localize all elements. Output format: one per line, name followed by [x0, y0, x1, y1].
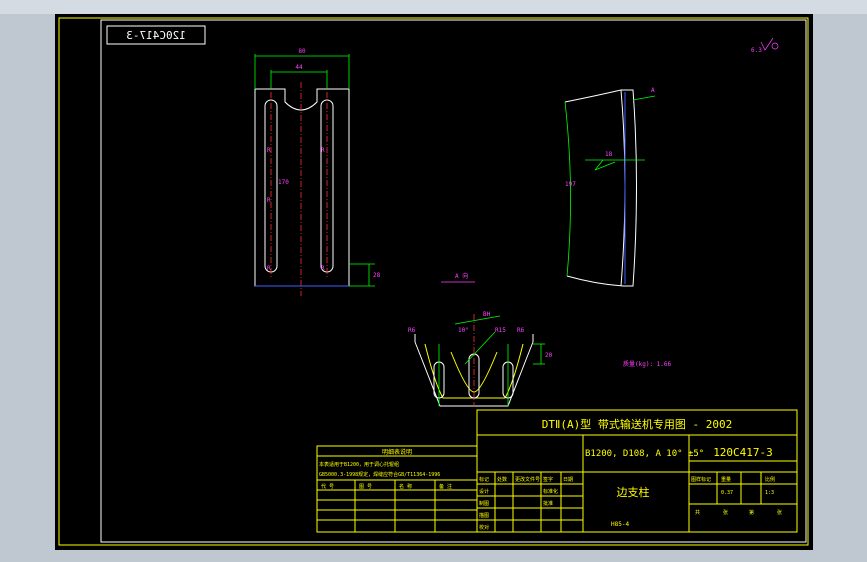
svg-text:制图: 制图 — [479, 500, 489, 507]
svg-text:A: A — [651, 87, 655, 94]
svg-text:R: R — [267, 197, 271, 204]
material-code: H85-4 — [611, 521, 629, 528]
svg-text:描图: 描图 — [479, 512, 489, 519]
svg-text:R: R — [321, 147, 325, 154]
cad-drawing-canvas[interactable]: 120C417-3 6.3 80 44 28 170 R R R R R — [55, 14, 813, 550]
inner-frame — [100, 19, 807, 543]
spec-text: B1200, D108, A 10° ±5° — [585, 449, 704, 459]
svg-text:日期: 日期 — [563, 477, 573, 483]
svg-text:20: 20 — [545, 352, 553, 359]
part-name: 边支柱 — [617, 485, 650, 499]
window-top-bar — [0, 0, 867, 14]
bottom-view: BH 10° R6 R15 R6 20 — [408, 311, 553, 407]
svg-text:0.37: 0.37 — [721, 490, 733, 496]
svg-text:备 注: 备 注 — [439, 483, 452, 490]
drawing-sheet: 120C417-3 6.3 80 44 28 170 R R R R R — [58, 17, 809, 546]
view-a-label: A 向 — [441, 272, 475, 283]
svg-text:197: 197 — [565, 181, 576, 188]
side-view: 18 197 A — [564, 87, 656, 287]
svg-text:6.3: 6.3 — [751, 47, 762, 54]
svg-text:标记: 标记 — [479, 476, 489, 483]
series-title: DTⅡ(A)型 带式输送机专用图 - 2002 — [542, 417, 733, 431]
svg-text:代 号: 代 号 — [321, 483, 334, 490]
svg-text:重量: 重量 — [721, 476, 731, 483]
svg-text:R15: R15 — [495, 327, 506, 334]
svg-text:18: 18 — [605, 151, 613, 158]
svg-text:A 向: A 向 — [455, 272, 468, 280]
svg-text:R: R — [267, 147, 271, 154]
svg-text:170: 170 — [278, 179, 289, 186]
front-view: 80 44 28 170 R R R R R — [254, 48, 381, 296]
svg-text:R6: R6 — [517, 327, 525, 334]
svg-text:签字: 签字 — [543, 476, 553, 483]
svg-text:处数: 处数 — [497, 476, 507, 483]
svg-text:图样标记: 图样标记 — [691, 476, 711, 483]
svg-text:80: 80 — [298, 48, 306, 55]
stamp-text: 120C417-3 — [126, 29, 186, 42]
parts-table: 明细表说明 本表适用于B1200，用于调心托辊组 GB5000.3-1998规定… — [316, 445, 478, 533]
svg-text:GB5000.3-1998规定，焊缝应符合GB/T11364: GB5000.3-1998规定，焊缝应符合GB/T11364-1996 — [319, 471, 440, 478]
svg-text:明细表说明: 明细表说明 — [382, 448, 412, 456]
svg-text:标准化: 标准化 — [543, 488, 558, 495]
title-block: DTⅡ(A)型 带式输送机专用图 - 2002 B1200, D108, A 1… — [476, 409, 798, 533]
svg-text:本表适用于B1200，用于调心托辊组: 本表适用于B1200，用于调心托辊组 — [319, 461, 399, 468]
svg-text:10°: 10° — [458, 327, 469, 334]
roughness-symbol: 6.3 — [751, 37, 779, 54]
svg-text:图 号: 图 号 — [359, 484, 372, 490]
svg-text:共: 共 — [695, 509, 700, 516]
svg-text:R: R — [321, 265, 325, 272]
svg-text:比例: 比例 — [765, 476, 775, 483]
svg-text:更改文件号: 更改文件号 — [515, 476, 540, 483]
svg-text:1:3: 1:3 — [765, 490, 774, 496]
svg-text:设计: 设计 — [479, 488, 489, 495]
svg-text:张: 张 — [723, 509, 728, 516]
svg-text:批准: 批准 — [543, 500, 553, 507]
svg-text:张: 张 — [777, 509, 782, 516]
svg-text:R6: R6 — [408, 327, 416, 334]
svg-text:R: R — [267, 265, 271, 272]
svg-text:名 称: 名 称 — [399, 483, 412, 490]
svg-text:44: 44 — [295, 64, 303, 71]
svg-text:校对: 校对 — [479, 524, 489, 531]
stamp-box: 120C417-3 — [106, 25, 206, 45]
svg-text:28: 28 — [373, 272, 381, 279]
svg-text:BH: BH — [483, 311, 491, 318]
weight-note: 质量(kg): 1.66 — [623, 360, 672, 368]
drawing-number: 120C417-3 — [713, 446, 773, 459]
svg-text:第: 第 — [749, 509, 754, 516]
outer-frame — [58, 17, 809, 546]
